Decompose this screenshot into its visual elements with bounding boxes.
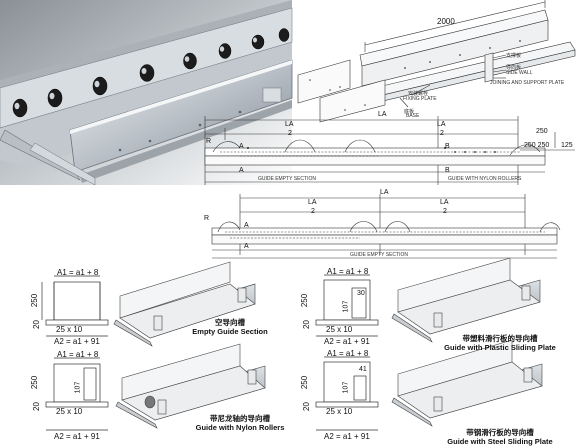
- section-steel-drawing: [315, 356, 379, 431]
- la-half-right-frac: 2: [440, 130, 444, 137]
- callout-support-en: JOINING AND SUPPORT PLATE: [490, 80, 565, 86]
- callout-side-wall-en: SIDE WALL: [506, 70, 533, 76]
- s1-a1: A1 = a1 + 8: [57, 268, 99, 277]
- section-plastic-3d: [391, 257, 541, 343]
- s2-h: 250: [300, 293, 310, 308]
- section-empty-label: GUIDE EMPTY SECTION: [258, 176, 316, 182]
- s2-a1: A1 = a1 + 8: [327, 267, 369, 276]
- r-label-2: R: [204, 215, 210, 222]
- a-label: A: [239, 143, 244, 150]
- callout-support-cn: 支撑板: [506, 53, 522, 59]
- s3-b: 25 x 10: [56, 407, 83, 416]
- b-label: B: [445, 143, 450, 150]
- s2-b: 25 x 10: [326, 325, 353, 334]
- s1-caption-cn: 空导向槽: [215, 318, 245, 327]
- callout-side-wall-cn: 导向板: [506, 65, 522, 71]
- callout-base-en: BASE: [406, 113, 420, 119]
- s3-extra-107: 107: [74, 381, 82, 394]
- callout-fixing-cn: 安装螺栓: [408, 91, 429, 97]
- s4-h2: 20: [301, 402, 311, 411]
- s2-extra-107: 107: [342, 300, 350, 313]
- s3-a1: A1 = a1 + 8: [57, 350, 99, 359]
- s1-h2: 20: [31, 320, 41, 329]
- length-2000-label: 2000: [437, 17, 455, 26]
- section-nylon-label: GUIDE WITH NYLON ROLLERS: [448, 176, 522, 182]
- la-total-label-2: LA: [380, 189, 389, 196]
- a-label-lower: A: [239, 167, 244, 174]
- la-total-label: LA: [378, 111, 387, 118]
- layout-top-drawing: [204, 116, 575, 185]
- section-nylon-3d: [115, 343, 266, 429]
- b-label-lower: B: [445, 167, 450, 174]
- s3-caption-cn: 带尼龙轴的导向槽: [210, 414, 270, 423]
- offsets-label: 250 250: [524, 142, 550, 149]
- s2-caption-cn: 带塑料滑行板的导向槽: [462, 334, 538, 343]
- la-half-left-frac: 2: [288, 130, 292, 137]
- section-plastic-drawing: [315, 274, 379, 337]
- section-steel-3d: [391, 339, 543, 427]
- s3-a2: A2 = a1 + 91: [54, 432, 100, 441]
- callout-base-cn: 底板: [404, 109, 415, 115]
- s2-h2: 20: [301, 320, 311, 329]
- guide-trough-render: [0, 0, 293, 186]
- la-half-left-frac-2: 2: [311, 208, 315, 215]
- s4-a2: A2 = a1 + 91: [324, 432, 370, 441]
- la-half-left-label: LA: [285, 121, 294, 128]
- a-label-2: A: [244, 222, 249, 229]
- la-half-right-label-2: LA: [440, 199, 449, 206]
- end-125-label: 125: [561, 142, 573, 149]
- la-half-right-frac-2: 2: [443, 208, 447, 215]
- section-empty-3d: [113, 261, 256, 347]
- section-empty-label-2: GUIDE EMPTY SECTION: [350, 252, 408, 258]
- s4-h: 250: [300, 375, 310, 390]
- callout-fixing-en: FIXING PLATE: [403, 96, 437, 102]
- la-half-left-label-2: LA: [308, 199, 317, 206]
- s3-h2: 20: [31, 402, 41, 411]
- s4-a1: A1 = a1 + 8: [327, 349, 369, 358]
- s2-a2: A2 = a1 + 91: [324, 337, 370, 346]
- r-label: R: [206, 138, 212, 145]
- layout-bottom-drawing: [211, 194, 561, 259]
- s4-caption-cn: 带钢滑行板的导向槽: [466, 428, 534, 437]
- layout-top-ticks: [247, 147, 496, 153]
- s1-a2: A2 = a1 + 91: [54, 337, 100, 346]
- s2-caption-en: Guide with Plastic Sliding Plate: [444, 343, 556, 352]
- s2-extra-30: 30: [357, 290, 365, 297]
- s1-h: 250: [30, 293, 40, 308]
- s4-extra-107: 107: [342, 381, 350, 394]
- s1-b: 25 x 10: [56, 325, 83, 334]
- s4-b: 25 x 10: [326, 407, 353, 416]
- s4-caption-en: Guide with Steel Sliding Plate: [447, 437, 553, 446]
- la-half-right-label: LA: [437, 121, 446, 128]
- exploded-view: [297, 0, 576, 123]
- height-250-label: 250: [536, 128, 548, 135]
- section-nylon-drawing: [45, 357, 109, 431]
- s3-h: 250: [30, 375, 40, 390]
- s4-extra-41: 41: [359, 366, 367, 373]
- s3-caption-en: Guide with Nylon Rollers: [195, 423, 285, 432]
- s1-caption-en: Empty Guide Section: [192, 327, 268, 336]
- a-label-2-lower: A: [244, 243, 249, 250]
- section-empty-drawing: [41, 275, 109, 337]
